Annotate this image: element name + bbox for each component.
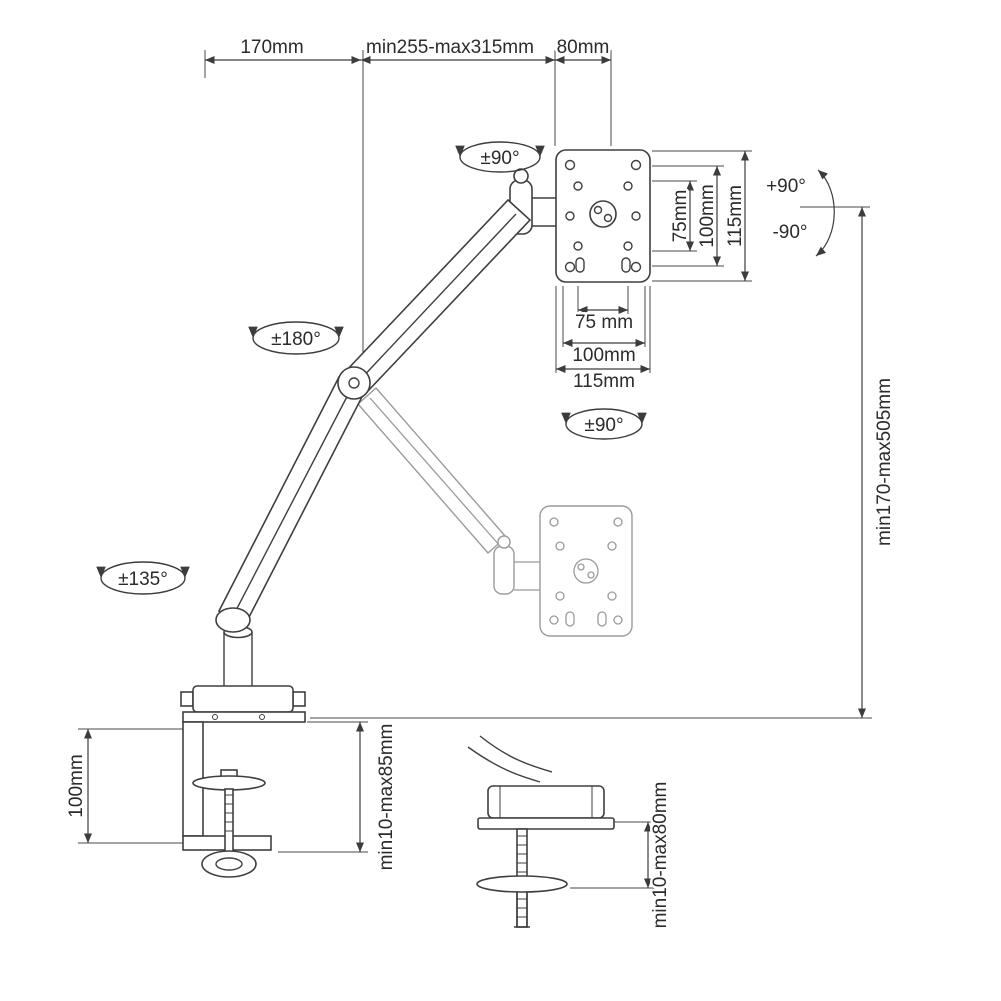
label-vesa-h-100: 100mm xyxy=(572,345,635,366)
label-angle-elbow: ±180° xyxy=(271,329,321,350)
rotation-arrow-head-bottom xyxy=(561,408,647,425)
label-grommet-range: min10-max80mm xyxy=(650,782,671,929)
label-vesa-h-75: 75 mm xyxy=(575,312,633,333)
rotation-arrow-base xyxy=(96,561,190,579)
arm-assembly xyxy=(180,149,651,878)
grommet-washer xyxy=(476,875,568,893)
label-tilt-up: +90° xyxy=(766,176,806,197)
rotation-arrow-head-top xyxy=(455,141,545,158)
label-clamp-range: min10-max85mm xyxy=(376,724,397,871)
ghost-head-joint xyxy=(493,545,515,595)
riser-pole xyxy=(223,632,253,688)
label-vesa-v-115: 115mm xyxy=(725,185,746,247)
grommet-base xyxy=(487,785,605,819)
ghost-vesa-plate xyxy=(539,505,633,637)
grommet-mount xyxy=(467,735,615,928)
label-angle-base: ±135° xyxy=(118,569,168,590)
rotation-indicators xyxy=(96,141,647,595)
clamp-pad xyxy=(192,775,266,791)
label-clamp-100mm: 100mm xyxy=(66,754,87,817)
desk-clamp xyxy=(180,685,306,878)
rotation-arrow-elbow xyxy=(248,321,344,339)
label-width-170mm: 170mm xyxy=(240,37,303,58)
label-tilt-down: -90° xyxy=(772,222,807,243)
grommet-plate xyxy=(477,817,615,830)
label-width-range: min255-max315mm xyxy=(366,37,534,58)
ghost-vesa-holes xyxy=(549,517,623,627)
label-height-range: min170-max505mm xyxy=(874,378,895,546)
labels: 170mm min255-max315mm 80mm ±90° ±180° ±9… xyxy=(64,35,898,931)
vesa-plate xyxy=(555,149,651,283)
base-joint xyxy=(215,607,251,633)
label-vesa-h-115: 115mm xyxy=(573,371,635,392)
tilt-arrow-arc xyxy=(815,169,835,257)
clamp-knob xyxy=(201,850,257,878)
label-vesa-v-75: 75mm xyxy=(670,190,691,243)
label-width-80mm: 80mm xyxy=(557,37,610,58)
label-angle-head-top: ±90° xyxy=(480,148,519,169)
vesa-hub xyxy=(589,200,617,228)
label-vesa-v-100: 100mm xyxy=(697,184,718,247)
arm-ghost-position xyxy=(357,387,633,637)
dimension-lines xyxy=(83,55,867,888)
label-angle-head-bottom: ±90° xyxy=(584,415,623,436)
elbow-joint xyxy=(337,366,371,400)
